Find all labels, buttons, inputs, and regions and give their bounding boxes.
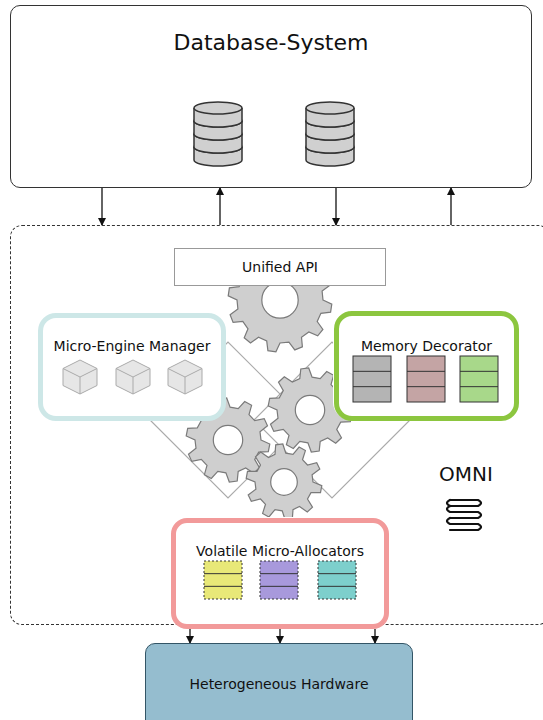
box-ground bbox=[37, 312, 225, 420]
memory-line bbox=[353, 371, 391, 372]
box-label: Heterogeneous Hardware bbox=[189, 676, 368, 692]
cube-edge bbox=[133, 377, 134, 394]
memory-line bbox=[318, 586, 356, 587]
memory-line bbox=[460, 371, 498, 372]
disk-top bbox=[306, 102, 354, 114]
component-box: Heterogeneous Hardware bbox=[145, 643, 413, 720]
box-label: Unified API bbox=[242, 259, 318, 275]
flow-arrow bbox=[374, 629, 375, 643]
cube-edge bbox=[80, 377, 81, 394]
database-icon bbox=[194, 102, 354, 166]
module-name: OMNI bbox=[439, 462, 493, 486]
cube-edge bbox=[63, 369, 97, 378]
cube-edge bbox=[185, 377, 186, 394]
cube-icon bbox=[63, 360, 202, 394]
box-label: Memory Decorator bbox=[361, 338, 492, 354]
memory-line bbox=[407, 386, 445, 387]
component-box: Micro-Engine Manager bbox=[38, 313, 226, 421]
cube-edge bbox=[168, 369, 202, 378]
gear-hole bbox=[213, 425, 242, 454]
box-label: Database-System bbox=[174, 30, 369, 55]
gear bbox=[228, 248, 332, 352]
component-box: Unified API bbox=[174, 248, 386, 286]
memory-block bbox=[204, 561, 242, 599]
flow-arrow bbox=[335, 188, 336, 225]
component-box: Database-System bbox=[10, 5, 532, 188]
memory-block bbox=[460, 356, 498, 402]
gear-hole bbox=[262, 282, 298, 318]
memory-block bbox=[318, 561, 356, 599]
flow-arrow bbox=[219, 188, 220, 225]
module-frame: OMNI Unified API Micro-Engine Manager Memor… bbox=[10, 225, 543, 625]
component-box: Memory Decorator bbox=[334, 311, 519, 421]
flow-arrow bbox=[279, 629, 280, 643]
cube bbox=[116, 360, 150, 394]
cube bbox=[63, 360, 97, 394]
gear-hole bbox=[295, 395, 324, 424]
book-icon bbox=[447, 500, 481, 530]
gear bbox=[246, 444, 322, 520]
box-ground bbox=[170, 517, 388, 628]
memory-block bbox=[260, 561, 298, 599]
box-label: Micro-Engine Manager bbox=[54, 338, 211, 354]
memory-line bbox=[260, 586, 298, 587]
memory-line bbox=[318, 573, 356, 574]
memory-line bbox=[353, 386, 391, 387]
component-box: Volatile Micro-Allocators bbox=[171, 518, 389, 629]
gear-hole bbox=[271, 469, 298, 496]
memory-line bbox=[260, 573, 298, 574]
memory-line bbox=[407, 371, 445, 372]
memory-line bbox=[204, 573, 242, 574]
memory-line bbox=[204, 586, 242, 587]
cube-edge bbox=[116, 369, 150, 378]
flow-arrow bbox=[450, 188, 451, 225]
disk-top bbox=[194, 102, 242, 114]
box-ground bbox=[173, 247, 385, 285]
box-label: Volatile Micro-Allocators bbox=[196, 543, 364, 559]
flow-arrow bbox=[189, 629, 190, 643]
memory-line bbox=[460, 386, 498, 387]
flow-arrow bbox=[101, 188, 102, 225]
box-ground bbox=[333, 310, 518, 420]
memory-block bbox=[353, 356, 391, 402]
cube bbox=[168, 360, 202, 394]
memory-stack bbox=[204, 356, 498, 599]
memory-block bbox=[407, 356, 445, 402]
